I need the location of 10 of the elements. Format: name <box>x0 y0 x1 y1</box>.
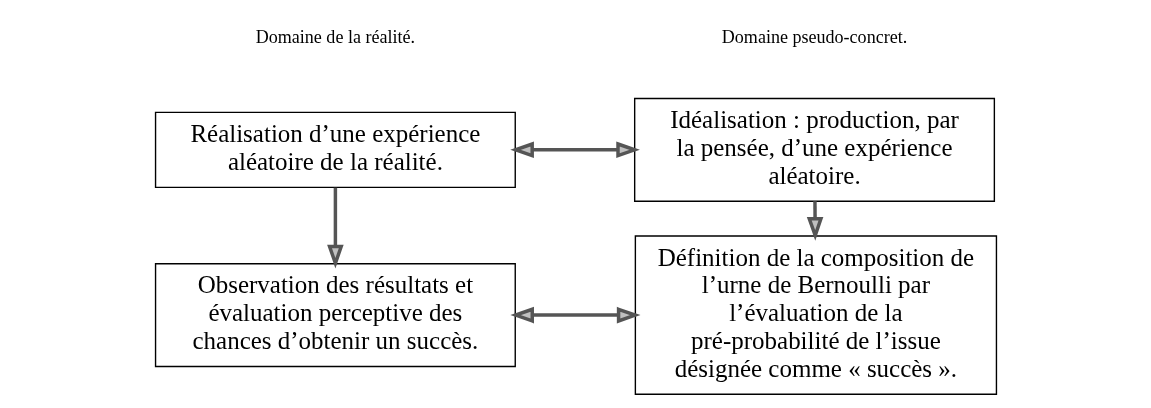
arrow <box>509 141 640 159</box>
node-box: Réalisation d’une expérience aléatoire de la réalité. <box>154 111 516 189</box>
arrow <box>806 201 823 241</box>
node-box: Observation des résultats et évaluation perceptive des chances d’obtenir un succès. <box>154 263 516 368</box>
arrow <box>509 306 640 324</box>
node-box: Définition de la composition de l’urne de Bernoulli par l’évaluation de la pré-probabilité de l’issue désignée comme « succès ». <box>634 235 997 395</box>
node-box: Idéalisation : production, par la pensée, d’une expérience aléatoire. <box>633 97 995 202</box>
label: Domaine pseudo-concret. <box>721 27 907 48</box>
label: Domaine de la réalité. <box>255 27 415 48</box>
arrow <box>326 187 344 269</box>
